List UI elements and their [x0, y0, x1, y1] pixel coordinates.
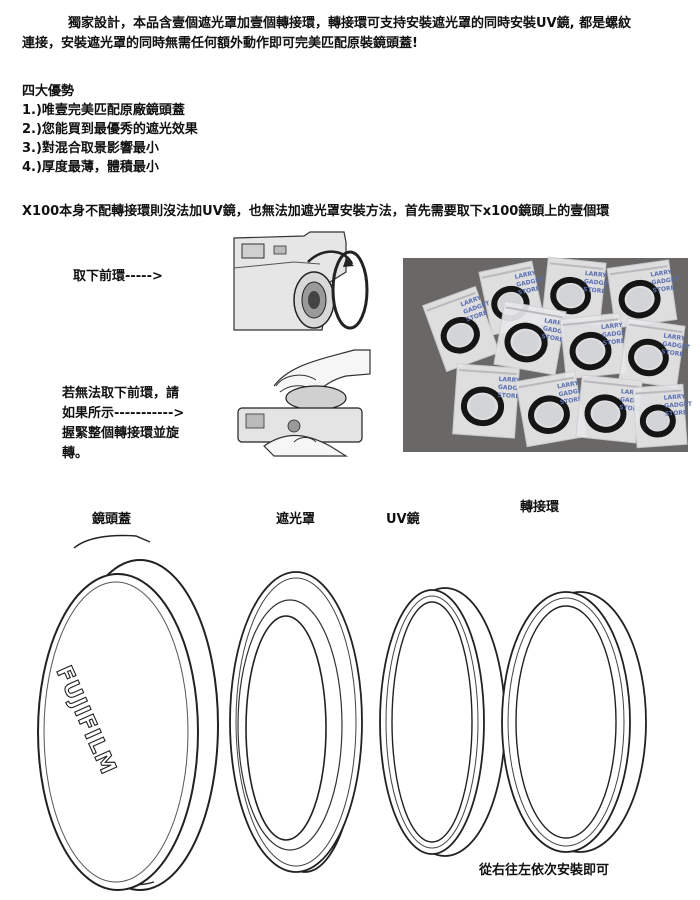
- lens-cap-drawing: FUJIFILM: [37, 534, 219, 891]
- product-photo: LARRYGADGETSTORELARRYGADGETSTORELARRYGAD…: [403, 256, 693, 452]
- bag-label-text: STORE: [652, 284, 675, 294]
- bag-label-text: GADGET: [498, 384, 527, 393]
- label-hood: 遮光罩: [276, 512, 316, 527]
- label-adapter-ring: 轉接環: [520, 500, 560, 515]
- adapter-ring: [460, 386, 505, 427]
- bag-label-text: STORE: [583, 286, 606, 295]
- bag-label-text: LARRY: [601, 322, 624, 331]
- bag-label-text: GADGET: [584, 278, 613, 288]
- bag-label-text: LARRY: [514, 269, 537, 280]
- footer-instruction: 從右往左依次安裝即可: [479, 863, 610, 878]
- parts-diagram: FUJIFILM: [37, 534, 647, 891]
- bag-label-text: STORE: [517, 285, 540, 296]
- adapter-ring: [584, 394, 627, 433]
- bag-label-text: LARRY: [585, 270, 608, 279]
- bag-label-text: LARRY: [621, 388, 644, 397]
- bag-label-text: STORE: [661, 348, 684, 358]
- bag-label-text: GADGET: [664, 401, 693, 410]
- bag-label-text: GADGET: [602, 329, 631, 339]
- step2-line-1: 若無法取下前環，請: [62, 386, 180, 401]
- adapter-ring: [628, 338, 669, 377]
- remove-ring-illustration: [233, 231, 370, 332]
- bag-label-text: LARRY: [650, 269, 673, 279]
- step2-line-2: 如果所示----------->: [62, 406, 185, 421]
- label-lens-cap: 鏡頭蓋: [92, 512, 132, 527]
- bag-label-text: STORE: [619, 404, 642, 413]
- step2-line-3: 握緊整個轉接環並旋: [62, 426, 180, 441]
- adapter-ring-drawing: [501, 591, 647, 853]
- bag-label-text: LARRY: [544, 317, 567, 328]
- advantages-title: 四大優勢: [22, 84, 75, 99]
- adapter-ring: [550, 276, 591, 315]
- grip-twist-illustration: [234, 346, 371, 457]
- bag-label-text: GADGET: [651, 276, 680, 287]
- advantage-item-1: 1.)唯壹完美匹配原廠鏡頭蓋: [22, 103, 185, 118]
- label-uv-filter: UV鏡: [386, 512, 420, 527]
- hood-drawing: [229, 571, 363, 873]
- adapter-ring: [639, 404, 676, 438]
- bag-label-text: LARRY: [664, 393, 687, 402]
- adapter-ring: [569, 331, 612, 371]
- intro-paragraph: 獨家設計，本品含壹個遮光罩加壹個轉接環，轉接環可支持安裝遮光罩的同時安裝UV鏡,…: [22, 14, 694, 54]
- bag-label-text: STORE: [497, 392, 520, 401]
- bag-label-text: STORE: [665, 409, 688, 418]
- uv-filter-drawing: [379, 587, 506, 857]
- bag-label-text: LARRY: [498, 376, 521, 385]
- advantage-item-4: 4.)厚度最薄，體積最小: [22, 160, 159, 175]
- advantage-item-2: 2.)您能買到最優秀的遮光效果: [22, 122, 198, 137]
- intro-line-1: 獨家設計，本品含壹個遮光罩加壹個轉接環，轉接環可支持安裝遮光罩的同時安裝UV鏡,…: [68, 16, 632, 31]
- bag-label-text: LARRY: [663, 332, 686, 342]
- adapter-ring: [618, 279, 661, 319]
- step2-line-4: 轉。: [62, 446, 89, 461]
- step2-label: 若無法取下前環，請 如果所示-----------> 握緊整個轉接環並旋 轉。: [62, 384, 184, 464]
- bagged-rings: LARRYGADGETSTORELARRYGADGETSTORELARRYGAD…: [422, 256, 693, 449]
- adapter-ring: [504, 322, 548, 363]
- bag-label-text: GADGET: [558, 387, 587, 399]
- step1-label: 取下前環----->: [73, 269, 163, 284]
- bag-label-text: LARRY: [557, 380, 580, 391]
- bag-label-text: STORE: [602, 338, 625, 347]
- advantages-section: 四大優勢 1.)唯壹完美匹配原廠鏡頭蓋 2.)您能買到最優秀的遮光效果 3.)對…: [22, 82, 198, 177]
- install-note: X100本身不配轉接環則沒法加UV鏡，也無法加遮光罩安裝方法，首先需要取下x10…: [22, 204, 610, 219]
- intro-line-2: 連接，安裝遮光罩的同時無需任何額外動作即可完美匹配原裝鏡頭蓋!: [22, 36, 418, 51]
- bag-label-text: GADGET: [662, 340, 691, 351]
- advantage-item-3: 3.)對混合取景影響最小: [22, 141, 159, 156]
- bag-label-text: STORE: [541, 333, 564, 344]
- adapter-ring: [528, 395, 570, 434]
- adapter-ring: [440, 316, 480, 354]
- bag-label-text: GADGET: [542, 325, 571, 337]
- bag-label-text: STORE: [559, 396, 582, 407]
